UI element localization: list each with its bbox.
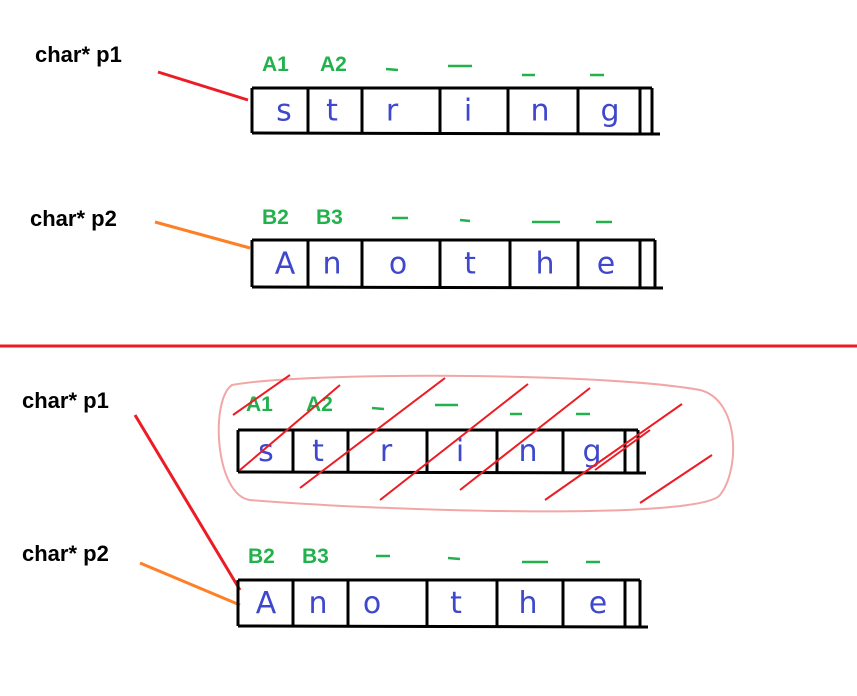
- strike-through-marks: [232, 374, 713, 504]
- array-cell-char: t: [326, 94, 338, 129]
- array-cell-char: h: [535, 247, 554, 282]
- p1-arrow: [157, 70, 249, 102]
- index-label: B2: [248, 545, 275, 568]
- array-cell-char: h: [518, 586, 537, 621]
- array-cell-char: r: [380, 434, 393, 469]
- array-cell-char: n: [308, 586, 327, 621]
- index-dashes: [376, 554, 600, 564]
- pointer-label-p1: char* p1: [22, 388, 109, 413]
- array-cell-char: o: [389, 247, 407, 282]
- index-label: A1: [246, 393, 273, 416]
- array-cell-char: i: [456, 434, 464, 469]
- index-dashes: [392, 216, 612, 224]
- array-bottom-edge: [237, 624, 649, 629]
- index-label: B2: [262, 206, 289, 229]
- p2-arrow: [154, 220, 251, 250]
- array-bottom-edge: [251, 131, 661, 136]
- array-cell-char: g: [600, 94, 619, 129]
- p2-arrow: [139, 561, 241, 607]
- p1-arrow: [133, 414, 242, 591]
- array-cell-char: t: [464, 247, 476, 282]
- pointer-label-p1: char* p1: [35, 42, 122, 67]
- array-cell-char: t: [312, 434, 324, 469]
- array-cell-char: t: [450, 586, 462, 621]
- index-dashes: [385, 64, 604, 77]
- array-cell-char: s: [276, 94, 292, 129]
- array-cell-char: A: [256, 586, 277, 621]
- pointer-label-p2: char* p2: [30, 206, 117, 231]
- array-cell-char: A: [275, 247, 296, 282]
- array-bottom-edge: [237, 470, 647, 475]
- index-label: A1: [262, 53, 289, 76]
- array-cell-char: e: [597, 247, 615, 282]
- array-cell-char: s: [258, 434, 274, 469]
- index-label: A2: [306, 393, 333, 416]
- array-cell-char: r: [386, 94, 399, 129]
- array-cell-char: g: [582, 434, 601, 469]
- index-label: B3: [316, 206, 343, 229]
- index-dashes: [371, 403, 590, 416]
- array-cell-char: n: [518, 434, 537, 469]
- array-cell-char: o: [363, 586, 381, 621]
- array-bottom-edge: [251, 285, 664, 290]
- array-cell-char: n: [530, 94, 549, 129]
- pointer-label-p2: char* p2: [22, 541, 109, 566]
- array-cell-char: e: [589, 586, 607, 621]
- freed-memory-outline: [217, 374, 735, 513]
- array-cell-char: n: [322, 247, 341, 282]
- array-cell-char: i: [464, 94, 472, 129]
- index-label: B3: [302, 545, 329, 568]
- index-label: A2: [320, 53, 347, 76]
